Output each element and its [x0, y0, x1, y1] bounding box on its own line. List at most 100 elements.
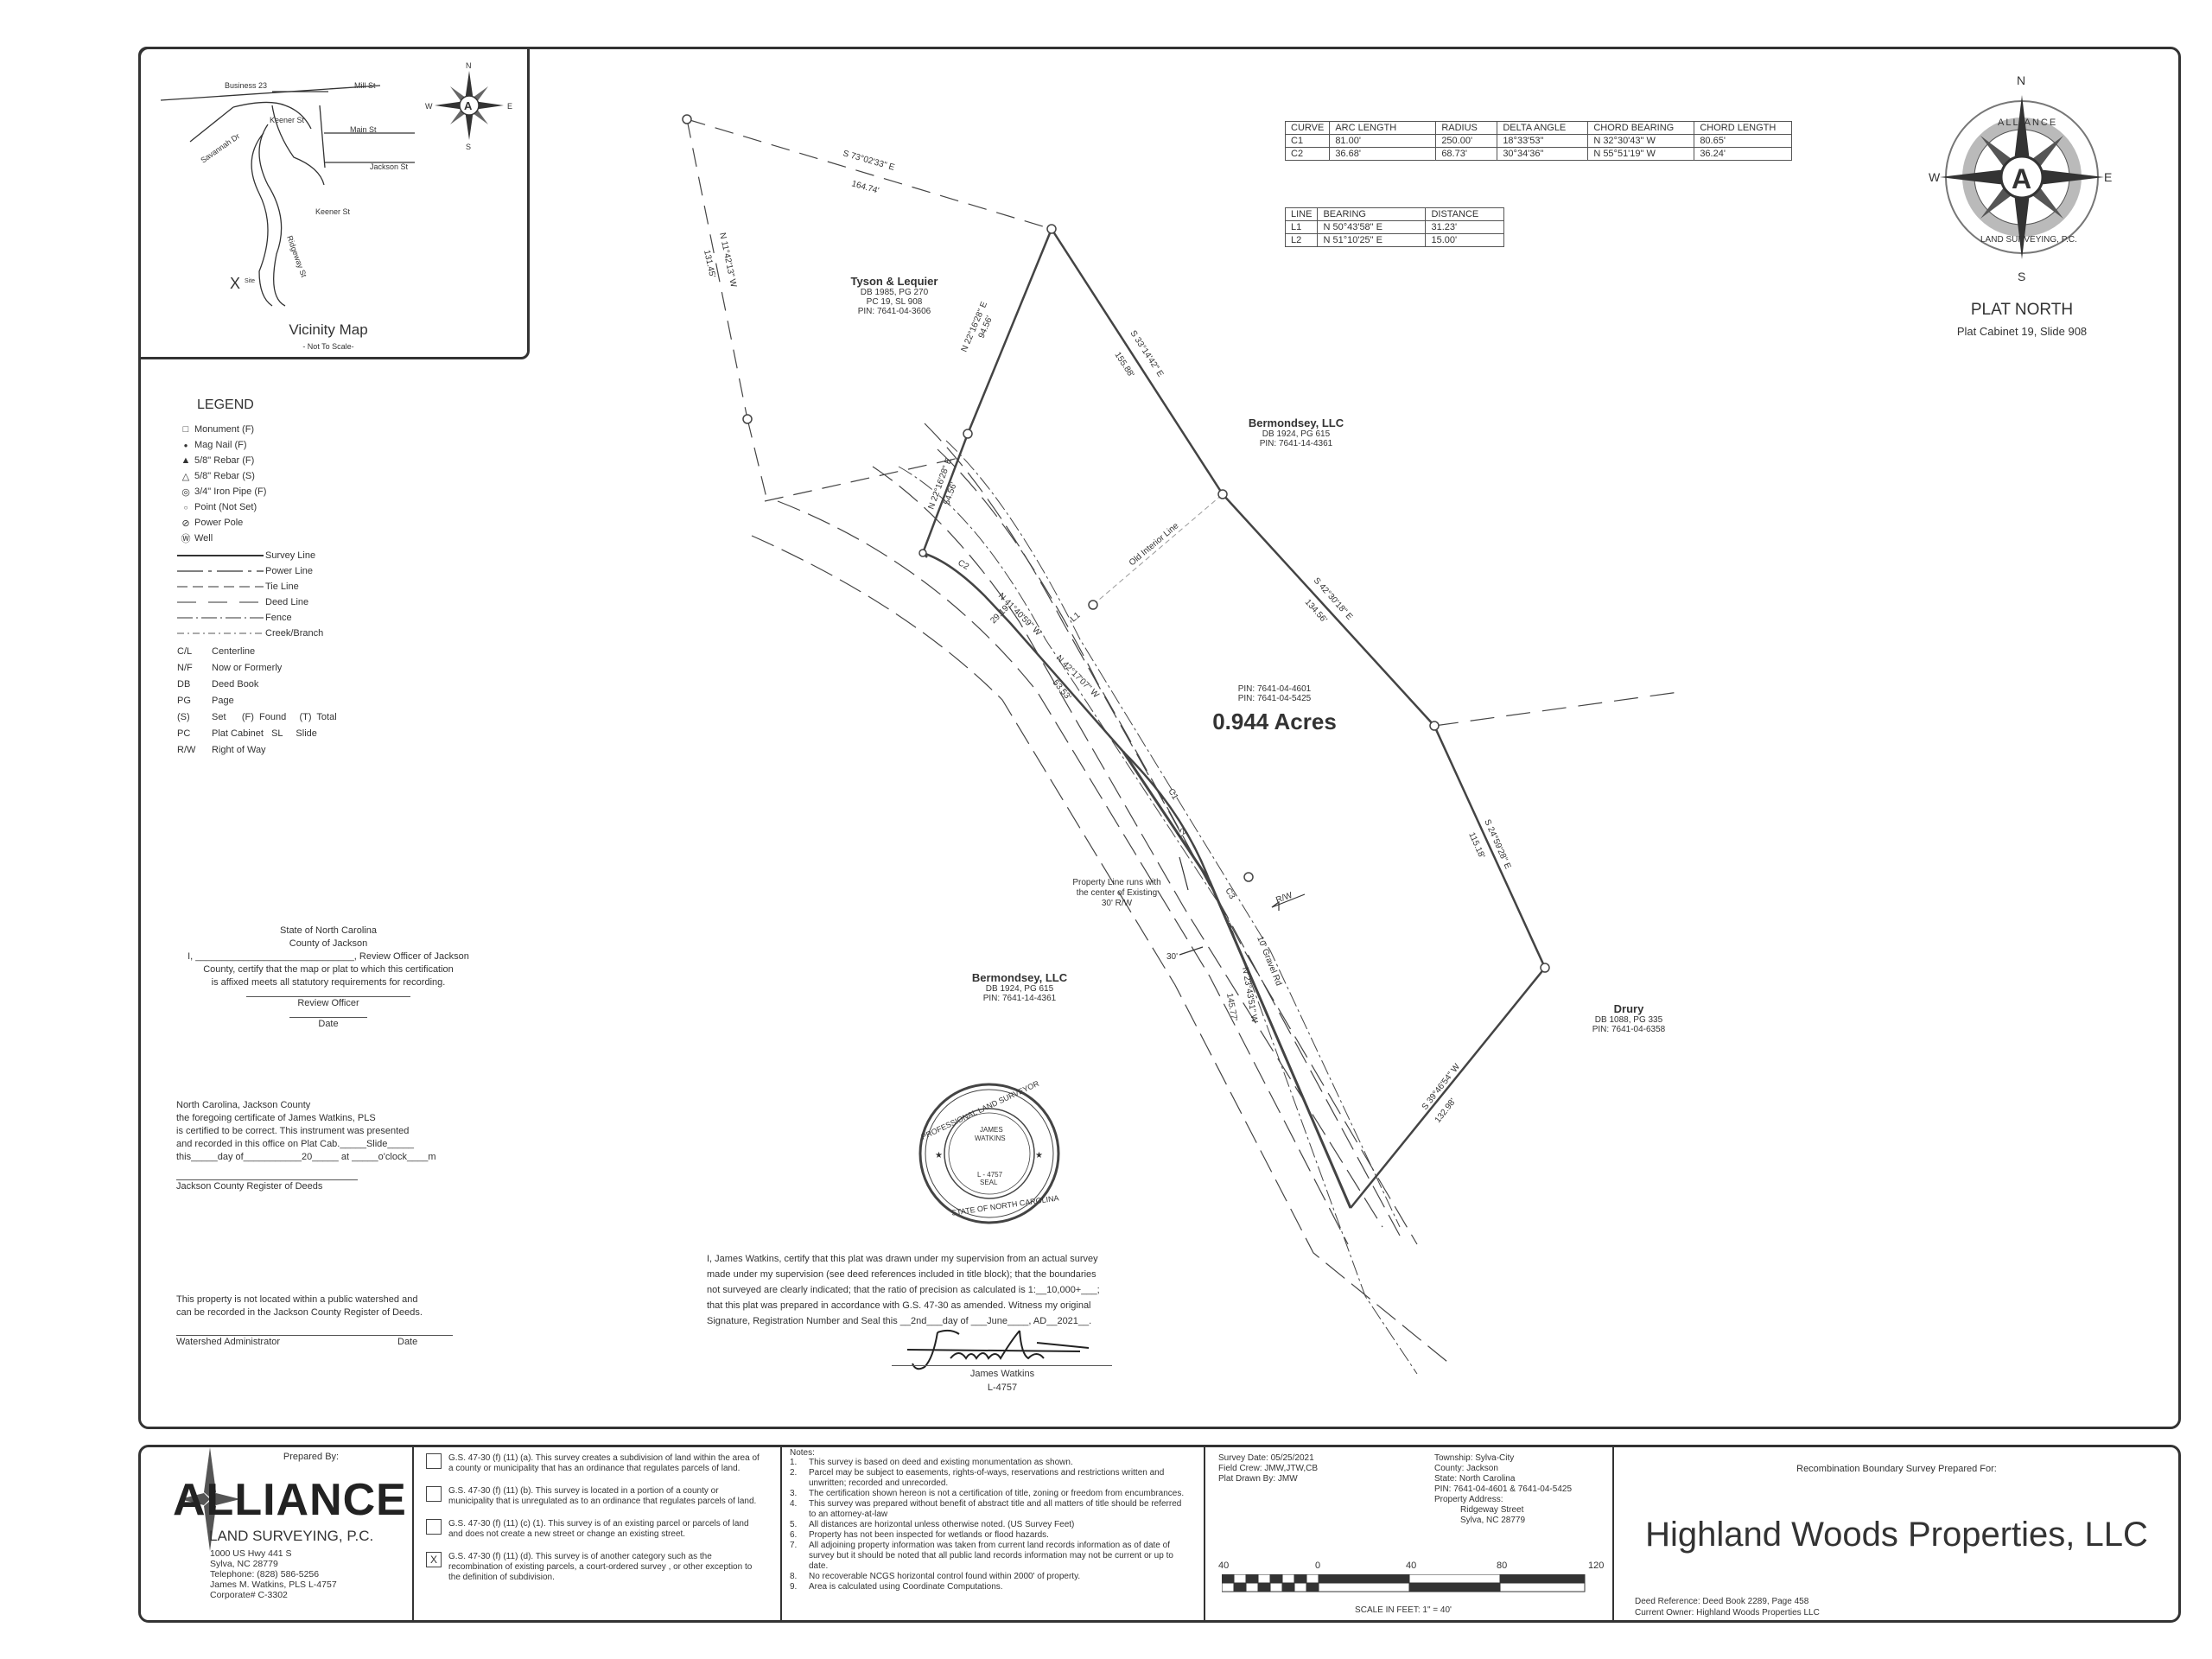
firm-name: ALLIANCE — [173, 1475, 407, 1525]
parcel-owner: Bermondsey, LLC — [1248, 416, 1344, 429]
note-number: 3. — [790, 1489, 798, 1498]
watershed-cert: This property is not located within a pu… — [176, 1294, 453, 1349]
abbr-key: R/W — [177, 745, 196, 755]
note-number: 1. — [790, 1458, 798, 1467]
gs-option-checkbox[interactable] — [426, 1519, 442, 1535]
review-line: I, ______________________________, Revie… — [188, 951, 469, 962]
parcel-pin: PIN: 7641-14-4361 — [982, 994, 1057, 1003]
table-cell: 68.73' — [1435, 147, 1498, 161]
gs-option-checkbox[interactable] — [426, 1453, 442, 1469]
gs-option-checkbox[interactable] — [426, 1486, 442, 1502]
note-text: Parcel may be subject to easements, righ… — [809, 1468, 1165, 1488]
corner-marker — [1540, 963, 1550, 973]
note-number: 6. — [790, 1530, 798, 1540]
table-row: L2 N 51°10'25" E 15.00' — [1284, 233, 1505, 247]
subject-pin-1: PIN: 7641-04-4601 — [1237, 684, 1312, 694]
distance-label: 164.74' — [850, 179, 880, 196]
drawn-by: Plat Drawn By: JMW — [1218, 1474, 1298, 1484]
address-line-1: Ridgeway Street — [1460, 1505, 1524, 1515]
corner-marker — [963, 429, 973, 439]
curve-header: CHORD LENGTH — [1694, 121, 1793, 135]
note-item: 7.All adjoining property information was… — [790, 1541, 1189, 1572]
corner-marker — [918, 549, 927, 557]
abbr-value: Set (F) Found (T) Total — [212, 712, 337, 722]
scale-label: 40 — [1406, 1560, 1417, 1571]
parcel-pin: PIN: 7641-04-3606 — [857, 307, 931, 316]
scale-label: 80 — [1497, 1560, 1508, 1571]
scale-label: 120 — [1588, 1560, 1605, 1571]
parcel-deed: DB 1985, PG 270 — [860, 288, 929, 297]
compass-s: S — [2018, 270, 2025, 283]
corner-marker — [1088, 600, 1098, 610]
surveyor-cert: I, James Watkins, certify that this plat… — [707, 1251, 1100, 1329]
prepared-by-label: Prepared By: — [283, 1452, 340, 1462]
watershed-line: This property is not located within a pu… — [176, 1294, 418, 1305]
curve-label: C2 — [957, 558, 971, 572]
fence-icon — [177, 617, 264, 619]
cert-line: not surveyed are clearly indicated; that… — [707, 1285, 1100, 1295]
creek-icon — [177, 632, 264, 634]
register-line: is certified to be correct. This instrum… — [176, 1126, 410, 1136]
note-number: 9. — [790, 1582, 798, 1592]
review-date-label: Date — [318, 1019, 339, 1029]
parcel-bermondsey-ne: Bermondsey, LLC DB 1924, PG 615 PIN: 764… — [1210, 416, 1382, 448]
table-cell: C2 — [1284, 147, 1331, 161]
signature — [906, 1329, 1089, 1370]
legend-line-label: Power Line — [265, 566, 314, 576]
note-number: 2. — [790, 1468, 798, 1478]
firm-pls: James M. Watkins, PLS L-4757 — [210, 1580, 337, 1590]
register-line: this_____day of___________20_____ at ___… — [176, 1152, 436, 1162]
map-frame — [138, 47, 2181, 1429]
note-text: This survey is based on deed and existin… — [809, 1458, 1073, 1467]
bearing-label: N 11°42'13" W — [717, 232, 738, 289]
legend-label: 5/8" Rebar (F) — [194, 455, 255, 466]
abbr-key: PG — [177, 696, 191, 706]
table-cell: N 32°30'43" W — [1587, 134, 1695, 148]
note-item: 1. This survey is based on deed and exist… — [790, 1458, 1189, 1468]
title-divider — [1612, 1445, 1614, 1623]
county: County: Jackson — [1434, 1464, 1498, 1473]
surveyor-license: L-4757 — [987, 1382, 1018, 1393]
table-cell: N 51°10'25" E — [1317, 233, 1427, 247]
parcel-pin: PIN: 7641-14-4361 — [1259, 439, 1333, 448]
cert-line: made under my supervision (see deed refe… — [707, 1269, 1096, 1280]
pin-numbers: PIN: 7641-04-4601 & 7641-04-5425 — [1434, 1484, 1573, 1494]
power-pole-icon: ⊘ — [181, 518, 190, 529]
abbr-key: N/F — [177, 663, 193, 673]
note-item: 4.This survey was prepared without benef… — [790, 1499, 1189, 1520]
cert-line: Signature, Registration Number and Seal … — [707, 1316, 1092, 1326]
note-text: Property has not been inspected for wetl… — [809, 1530, 1049, 1540]
gs-options: G.S. 47-30 (f) (11) (a). This survey cre… — [426, 1453, 760, 1595]
parcel-drury: Drury DB 1088, PG 335 PIN: 7641-04-6358 — [1542, 1002, 1715, 1034]
plat-north-compass: A N S E W ALLIANCE LAND SURVEYING, P.C. — [1929, 73, 2112, 283]
line-header: DISTANCE — [1425, 207, 1505, 221]
register-line: North Carolina, Jackson County — [176, 1100, 311, 1110]
small-compass-e: E — [507, 102, 512, 111]
abbr-value: Centerline — [212, 646, 256, 657]
rebar-found-icon: ▲ — [181, 455, 191, 466]
compass-ring-bottom: LAND SURVEYING, P.C. — [1980, 235, 2077, 245]
legend-line-label: Survey Line — [265, 550, 316, 561]
watershed-date-label: Date — [397, 1337, 418, 1347]
corner-marker — [742, 414, 753, 424]
acreage: 0.944 Acres — [1212, 709, 1337, 734]
abbr-value: Plat Cabinet SL Slide — [212, 728, 317, 739]
review-line: State of North Carolina — [280, 925, 377, 936]
table-cell: 30°34'36" — [1497, 147, 1589, 161]
cert-line: I, James Watkins, certify that this plat… — [707, 1254, 1098, 1264]
review-line: County of Jackson — [289, 938, 368, 949]
note-text: This survey was prepared without benefit… — [809, 1499, 1182, 1519]
note-text: All distances are horizontal unless othe… — [809, 1520, 1075, 1529]
abbr-value: Deed Book — [212, 679, 259, 690]
client-name: Highland Woods Properties, LLC — [1645, 1516, 2148, 1554]
distance-label: 131.45' — [702, 249, 717, 278]
legend-label: Monument (F) — [194, 424, 255, 435]
parcel-owner: Bermondsey, LLC — [971, 971, 1068, 984]
row-note: Property Line runs with the center of Ex… — [1072, 878, 1161, 908]
parcel-bermondsey-sw: Bermondsey, LLC DB 1924, PG 615 PIN: 764… — [933, 971, 1106, 1003]
note-item: 8.No recoverable NCGS horizontal control… — [790, 1572, 1189, 1582]
compass-e: E — [2104, 170, 2112, 184]
gs-option-checkbox[interactable]: X — [426, 1552, 442, 1567]
bearing-label: S 73°02'33" E — [842, 149, 896, 173]
line-label: L2 — [1175, 826, 1189, 840]
